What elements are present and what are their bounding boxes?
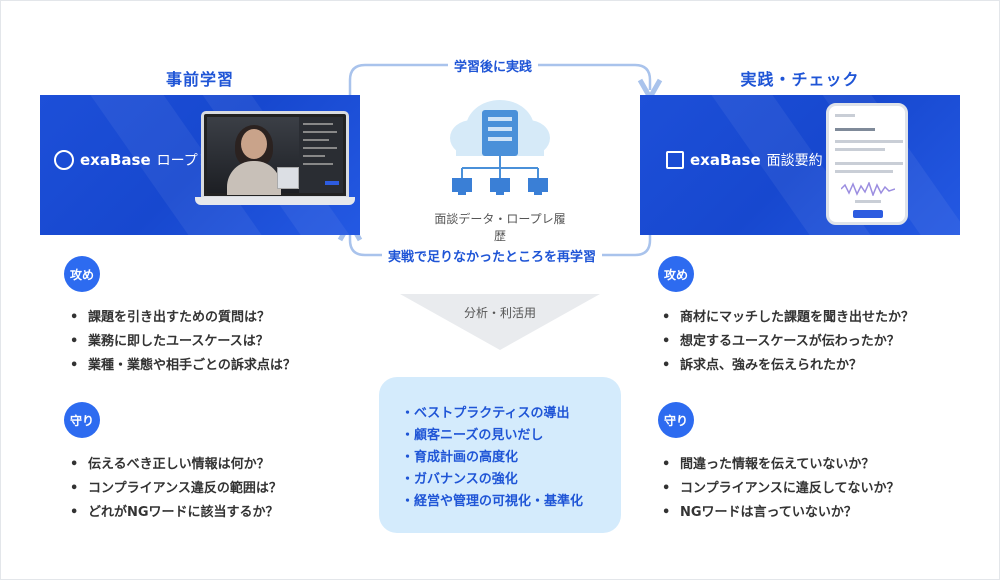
left-attack-list: 課題を引き出すための質問は？ 業務に即したユースケースは？ 業種・業態や相手ごと… [70,306,296,378]
analysis-arrow: 分析・利活用 [400,294,600,350]
list-item: 訴求点、強みを伝えられたか？ [662,354,914,378]
roleplay-brand: exaBase ロープレ [54,150,212,170]
outcomes-box: ベストプラクティスの導出 顧客ニーズの見いだし 育成計画の高度化 ガバナンスの強… [379,377,621,533]
left-defense-list: 伝えるべき正しい情報は何か？ コンプライアンス違反の範囲は？ どれがNGワードに… [70,453,282,525]
list-item: 商材にマッチした課題を聞き出せたか？ [662,306,914,330]
laptop-illustration [195,111,355,209]
phone-illustration [826,103,908,225]
left-column-title: 事前学習 [140,66,260,90]
left-attack-badge: 攻め [64,256,100,292]
outcomes-list: ベストプラクティスの導出 顧客ニーズの見いだし 育成計画の高度化 ガバナンスの強… [379,377,621,513]
list-item: コンプライアンス違反の範囲は？ [70,477,282,501]
cloud-server-icon [440,92,560,202]
list-item: 業種・業態や相手ごとの訴求点は？ [70,354,296,378]
left-defense-badge: 守り [64,402,100,438]
analysis-label: 分析・利活用 [400,304,600,321]
list-item: どれがNGワードに該当するか？ [70,501,282,525]
roleplay-brand-name: exaBase [80,151,151,169]
list-item: 育成計画の高度化 [401,447,621,469]
list-item: 経営や管理の可視化・基準化 [401,491,621,513]
list-item: 想定するユースケースが伝わったか？ [662,330,914,354]
list-item: 間違った情報を伝えていないか？ [662,453,899,477]
right-column-title: 実践・チェック [710,66,890,90]
bottom-arrow-label: 実戦で足りなかったところを再学習 [382,246,602,265]
list-item: 顧客ニーズの見いだし [401,425,621,447]
summary-brand: exaBase 面談要約 [666,150,823,170]
list-item: ガバナンスの強化 [401,469,621,491]
cloud-caption: 面談データ・ロープレ履歴 [430,210,570,244]
list-item: 業務に即したユースケースは？ [70,330,296,354]
right-defense-list: 間違った情報を伝えていないか？ コンプライアンスに違反してないか？ NGワードは… [662,453,899,525]
top-arrow-label: 学習後に実践 [448,56,538,75]
list-item: 伝えるべき正しい情報は何か？ [70,453,282,477]
list-item: コンプライアンスに違反してないか？ [662,477,899,501]
summary-brand-name: exaBase [690,151,761,169]
down-triangle-icon [400,294,600,350]
list-item: 課題を引き出すための質問は？ [70,306,296,330]
right-defense-badge: 守り [658,402,694,438]
roleplay-logo-icon [54,150,74,170]
right-attack-badge: 攻め [658,256,694,292]
summary-brand-sub: 面談要約 [767,150,823,170]
right-attack-list: 商材にマッチした課題を聞き出せたか？ 想定するユースケースが伝わったか？ 訴求点… [662,306,914,378]
summary-logo-icon [666,151,684,169]
list-item: ベストプラクティスの導出 [401,403,621,425]
list-item: NGワードは言っていないか？ [662,501,899,525]
